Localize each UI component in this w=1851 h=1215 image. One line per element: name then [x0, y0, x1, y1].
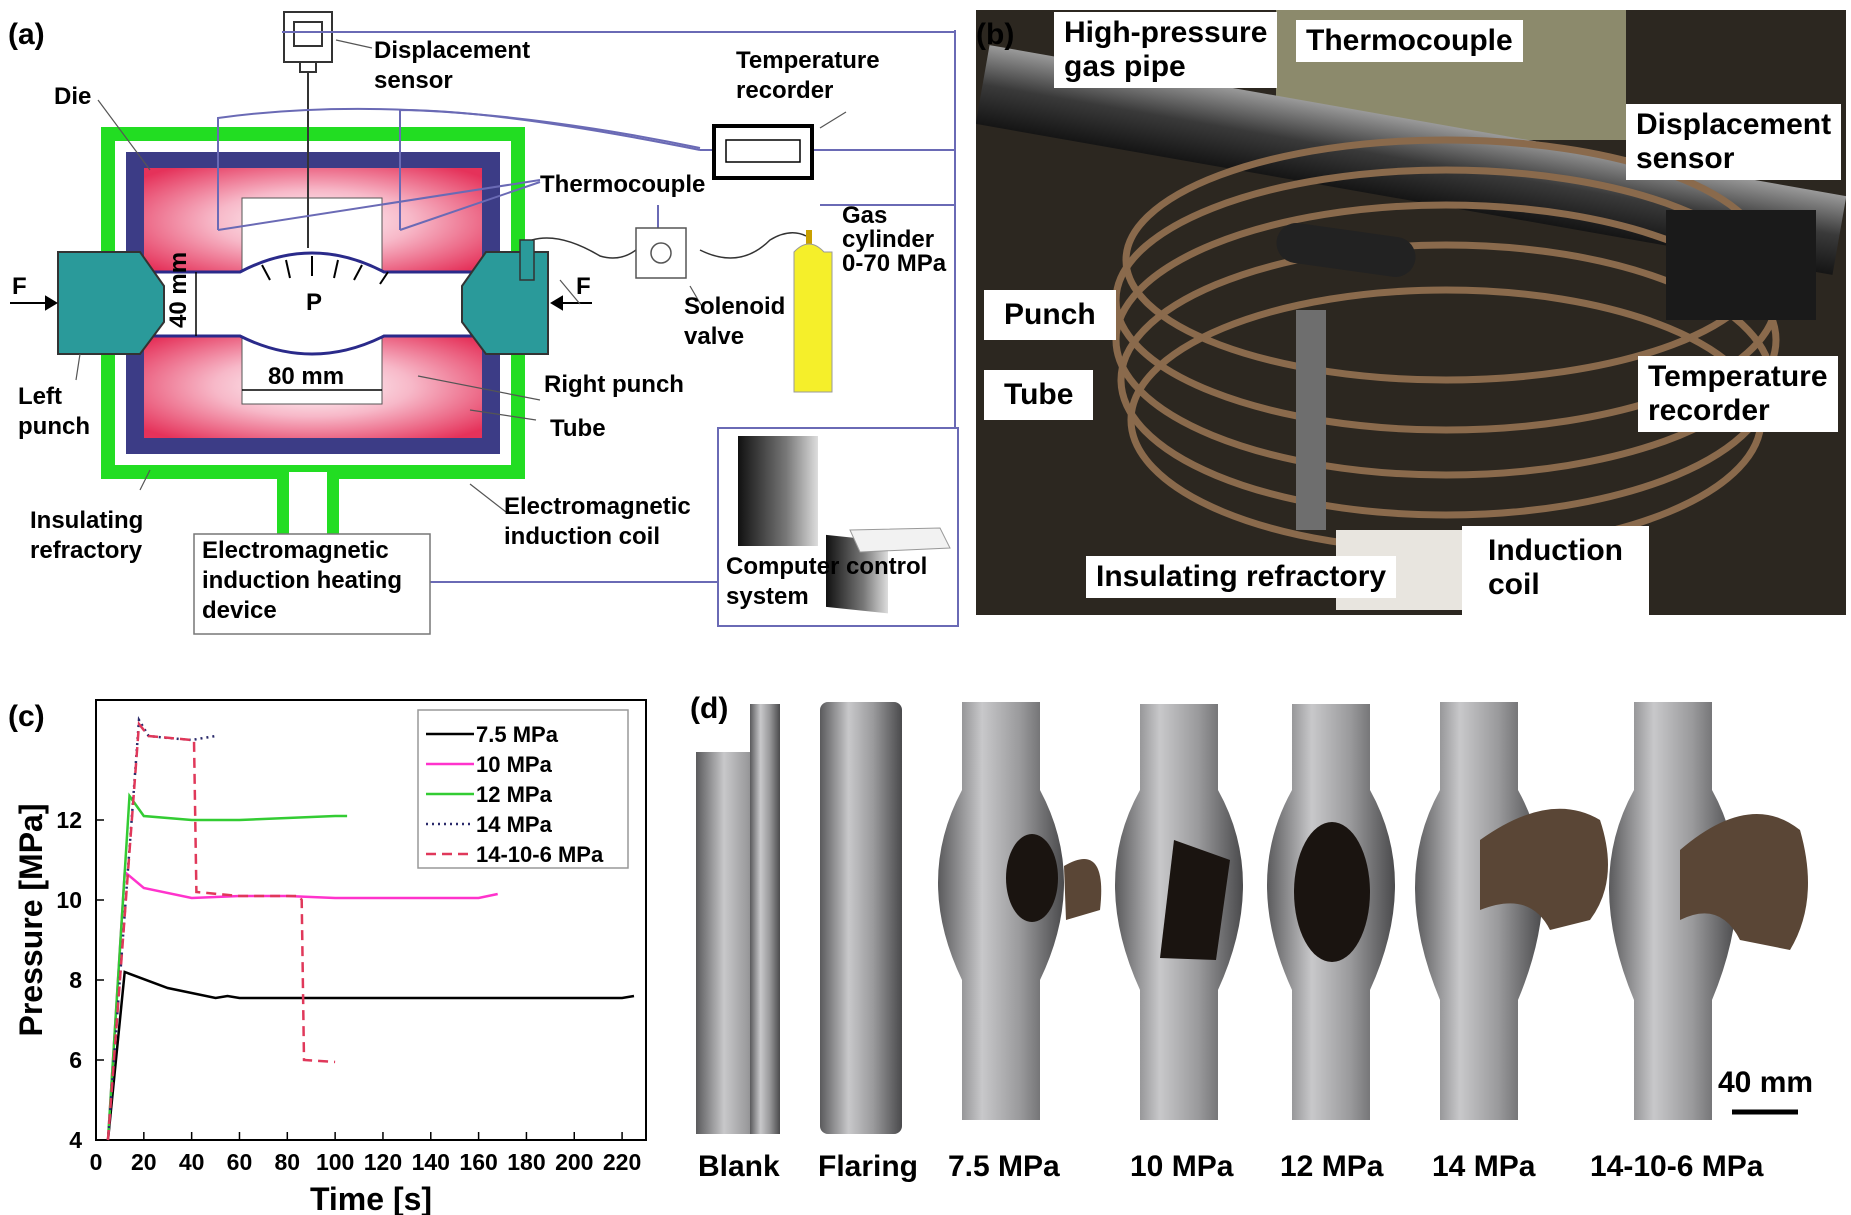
scale-bar-label: 40 mm — [1718, 1066, 1814, 1099]
thermocouple-photo-label: Thermocouple — [1296, 20, 1523, 62]
pressure-arrows — [261, 256, 389, 285]
displacement-sensor-photo-label: Displacement sensor — [1626, 104, 1842, 180]
x-tick-label: 20 — [131, 1149, 157, 1175]
x-tick-label: 220 — [603, 1149, 641, 1175]
plot-frame — [95, 699, 647, 1141]
legend-label-3: 14 MPa — [476, 812, 553, 837]
pressure-label: P — [306, 289, 323, 316]
temperature-recorder-photo-label: Temperature recorder — [1638, 356, 1838, 432]
panel-c-label: (c) — [8, 700, 45, 733]
temperature-recorder-device — [712, 124, 814, 180]
y-tick-label: 10 — [56, 887, 82, 913]
right-punch-shape — [461, 251, 549, 355]
series-line-2 — [106, 792, 348, 1141]
specimen-blank — [696, 704, 780, 1134]
legend-label-4: 14-10-6 MPa — [476, 842, 604, 867]
panel-d-specimens: 40 mm Blank Flaring 7.5 MPa 10 MPa 12 MPa 14 … — [690, 680, 1850, 1210]
y-axis-label: Pressure [MPa] — [13, 804, 49, 1037]
solenoid-valve-label: Solenoid valve — [684, 293, 786, 350]
x-tick-label: 80 — [275, 1149, 301, 1175]
series-line-0 — [106, 970, 635, 1141]
specimen-flaring — [820, 702, 902, 1134]
panel-c: (c) 0 20 40 60 80 100 120 140 160 180 200 220 4 6 8 10 1… — [0, 680, 680, 1215]
displacement-sensor-label: Displacement sensor — [374, 37, 531, 94]
gas-cylinder-device — [793, 230, 833, 393]
induction-coil-label: Electromagnetic induction coil — [504, 493, 691, 550]
force-label-right: F — [576, 273, 591, 300]
specimens-photo — [696, 702, 1808, 1134]
x-tick-label: 180 — [507, 1149, 545, 1175]
y-tick-label: 4 — [69, 1127, 82, 1153]
specimen-14 — [1415, 702, 1543, 1120]
solenoid-valve-device — [635, 227, 687, 279]
panel-d-label: (d) — [690, 692, 729, 725]
panel-a-label: (a) — [8, 18, 45, 51]
left-punch-shape — [57, 251, 165, 355]
specimen-name-3: 10 MPa — [1130, 1150, 1234, 1183]
thermocouple-label: Thermocouple — [540, 171, 706, 198]
series-line-4 — [106, 720, 336, 1141]
x-tick-label: 40 — [179, 1149, 205, 1175]
x-tick-label: 120 — [364, 1149, 402, 1175]
specimen-name-2: 7.5 MPa — [948, 1150, 1060, 1183]
tube-label: Tube — [550, 415, 606, 442]
y-tick-label: 8 — [69, 967, 82, 993]
x-tick-label: 140 — [412, 1149, 450, 1175]
x-tick-label: 60 — [227, 1149, 253, 1175]
x-tick-label: 0 — [90, 1149, 103, 1175]
legend-label-2: 12 MPa — [476, 782, 553, 807]
y-tick-label: 6 — [69, 1047, 82, 1073]
specimen-name-5: 14 MPa — [1432, 1150, 1536, 1183]
heating-device-label: Electromagnetic induction heating device — [202, 537, 402, 624]
punch-photo-label: Punch — [984, 290, 1116, 340]
x-tick-label: 200 — [555, 1149, 593, 1175]
force-label-left: F — [12, 273, 27, 300]
schematic-diagram — [10, 11, 959, 635]
legend-label-1: 10 MPa — [476, 752, 553, 777]
tube-shape — [150, 251, 476, 356]
series-line-3 — [106, 715, 216, 1141]
dimension-lines — [195, 272, 382, 391]
specimen-7-5 — [938, 702, 1064, 1120]
specimen-name-0: Blank — [698, 1150, 780, 1183]
temperature-recorder-label: Temperature recorder — [736, 47, 880, 104]
pressure-time-chart: 0 20 40 60 80 100 120 140 160 180 200 220 4 6 8 10 12Tim… — [13, 699, 647, 1215]
computer-system-label: Computer control system — [726, 553, 928, 610]
insulating-refractory-label: Insulating refractory — [30, 507, 144, 564]
width-dimension-label: 80 mm — [268, 363, 345, 390]
x-tick-label: 160 — [459, 1149, 497, 1175]
heating-device-box — [193, 533, 431, 635]
panel-a: (a) — [0, 0, 970, 640]
gas-pipe-line — [531, 237, 637, 259]
specimen-name-4: 12 MPa — [1280, 1150, 1384, 1183]
series-line-1 — [106, 869, 498, 1141]
computer-device — [717, 427, 959, 627]
specimen-name-6: 14-10-6 MPa — [1590, 1150, 1764, 1183]
force-arrows — [10, 295, 592, 311]
x-axis-label: Time [s] — [310, 1181, 432, 1215]
panel-b-label: (b) — [976, 18, 1015, 51]
gas-cylinder-label: Gas cylinder 0-70 MPa — [842, 202, 947, 277]
induction-coil-photo-label: Induction coil — [1462, 526, 1649, 615]
specimen-14-10-6 — [1609, 702, 1737, 1120]
leader-lines — [75, 39, 847, 513]
y-tick-label: 12 — [56, 807, 82, 833]
panel-b-photo: High-pressure gas pipe Thermocouple Disp… — [976, 10, 1846, 615]
tube-photo-label: Tube — [984, 370, 1094, 420]
legend-box — [417, 709, 629, 869]
left-punch-label: Left punch — [18, 383, 90, 440]
gas-pipe-label: High-pressure gas pipe — [1054, 12, 1278, 88]
height-dimension-label: 40 mm — [165, 251, 192, 328]
displacement-sensor-device — [283, 11, 333, 248]
specimen-name-1: Flaring — [818, 1150, 919, 1183]
legend-label-0: 7.5 MPa — [476, 722, 559, 747]
right-punch-label: Right punch — [544, 371, 684, 398]
x-tick-label: 100 — [316, 1149, 354, 1175]
die-label: Die — [54, 83, 92, 110]
insulating-refractory-photo-label: Insulating refractory — [1086, 556, 1397, 598]
